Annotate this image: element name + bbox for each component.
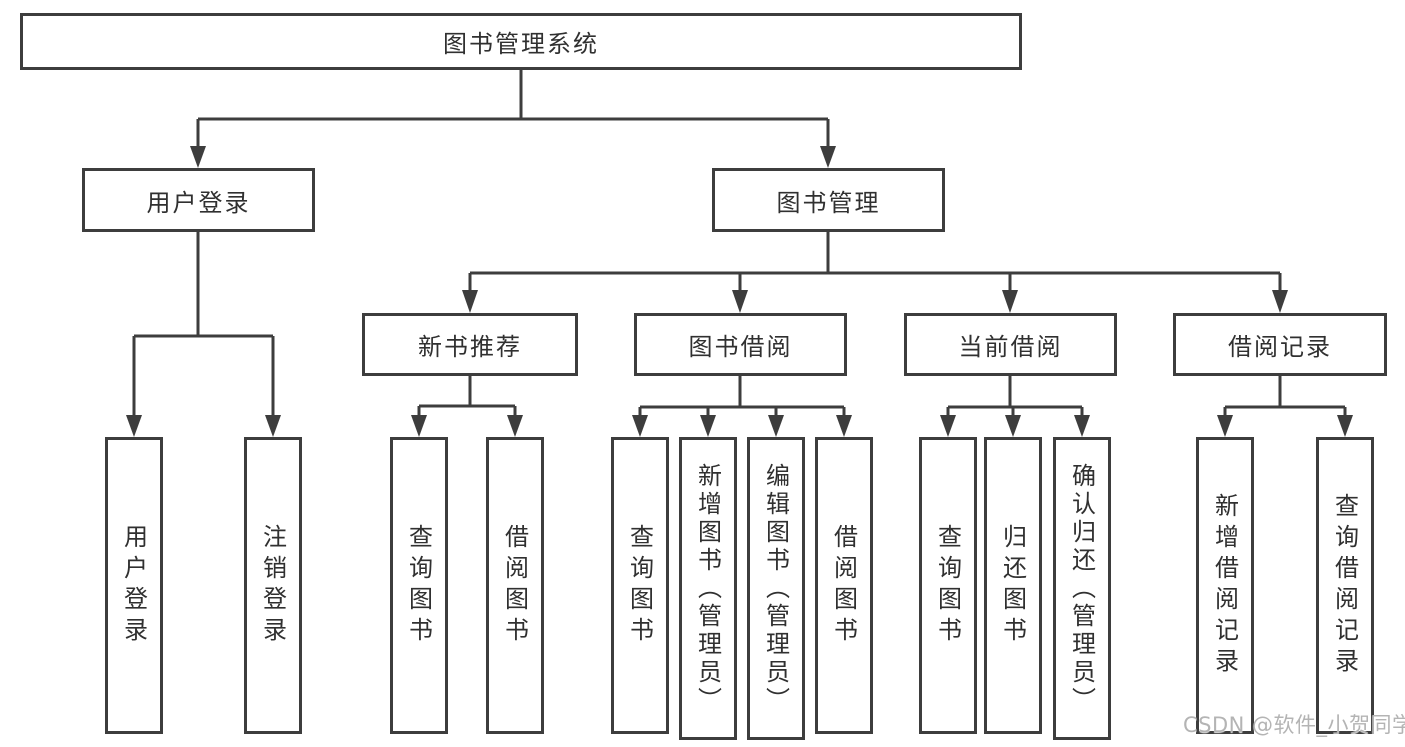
arrowhead-down-icon — [1005, 415, 1021, 437]
leaf-currentborrow-confirm-return-admin-label: 确认归还（管理员） — [1067, 462, 1096, 715]
leaf-bookborrow-borrow-books-label: 借阅图书 — [829, 523, 858, 648]
connector-line — [196, 70, 830, 147]
node-borrow-records: 借阅记录 — [1173, 313, 1387, 376]
leaf-records-add-record-label: 新增借阅记录 — [1210, 492, 1239, 679]
node-user-login: 用户登录 — [82, 168, 315, 232]
leaf-bookborrow-edit-books-admin-label: 编辑图书（管理员） — [761, 462, 790, 715]
leaf-bookborrow-edit-books-admin: 编辑图书（管理员） — [747, 437, 805, 740]
arrowhead-down-icon — [836, 415, 852, 437]
connector-line — [946, 376, 1084, 416]
leaf-records-query-record: 查询借阅记录 — [1316, 437, 1374, 734]
arrowhead-down-icon — [190, 146, 206, 168]
leaf-newbooks-borrow-books-label: 借阅图书 — [500, 523, 529, 648]
connector-line — [132, 232, 275, 416]
node-new-book-recommend: 新书推荐 — [362, 313, 578, 376]
branch-book-borrow — [632, 376, 852, 437]
leaf-newbooks-query-books-label: 查询图书 — [404, 523, 433, 648]
branch-new-book-recommend — [411, 376, 523, 437]
leaf-newbooks-query-books: 查询图书 — [390, 437, 448, 734]
node-library-management-system: 图书管理系统 — [20, 13, 1022, 70]
branch-current-borrow — [940, 376, 1090, 437]
leaf-currentborrow-return-books: 归还图书 — [984, 437, 1042, 734]
arrowhead-down-icon — [265, 415, 281, 437]
leaf-currentborrow-confirm-return-admin: 确认归还（管理员） — [1053, 437, 1111, 740]
branch-root-to-level2 — [190, 70, 836, 168]
arrowhead-down-icon — [940, 415, 956, 437]
leaf-logout: 注销登录 — [244, 437, 302, 734]
node-book-management: 图书管理 — [712, 168, 945, 232]
connector-line — [638, 376, 846, 416]
arrowhead-down-icon — [462, 290, 478, 313]
csdn-watermark: CSDN @软件_小贺同学 — [1183, 713, 1405, 737]
leaf-bookborrow-borrow-books: 借阅图书 — [815, 437, 873, 734]
branch-book-management — [462, 232, 1288, 313]
leaf-bookborrow-query-books: 查询图书 — [611, 437, 669, 734]
node-book-borrow: 图书借阅 — [634, 313, 847, 376]
arrowhead-down-icon — [411, 415, 427, 437]
arrowhead-down-icon — [126, 415, 142, 437]
connector-line — [417, 376, 517, 416]
arrowhead-down-icon — [732, 290, 748, 313]
leaf-records-query-record-label: 查询借阅记录 — [1330, 492, 1359, 679]
leaf-logout-label: 注销登录 — [258, 523, 287, 648]
connector-line — [1223, 376, 1347, 416]
leaf-user-login-label: 用户登录 — [119, 523, 148, 648]
arrowhead-down-icon — [507, 415, 523, 437]
arrowhead-down-icon — [1337, 415, 1353, 437]
leaf-user-login: 用户登录 — [105, 437, 163, 734]
leaf-currentborrow-query-books-label: 查询图书 — [933, 523, 962, 648]
arrowhead-down-icon — [1002, 290, 1018, 313]
leaf-bookborrow-add-books-admin-label: 新增图书（管理员） — [693, 462, 722, 715]
leaf-newbooks-borrow-books: 借阅图书 — [486, 437, 544, 734]
arrowhead-down-icon — [820, 146, 836, 168]
leaf-currentborrow-return-books-label: 归还图书 — [998, 523, 1027, 648]
connector-line — [468, 232, 1282, 291]
branch-borrow-records — [1217, 376, 1353, 437]
arrowhead-down-icon — [768, 415, 784, 437]
leaf-currentborrow-query-books: 查询图书 — [919, 437, 977, 734]
arrowhead-down-icon — [632, 415, 648, 437]
arrowhead-down-icon — [1074, 415, 1090, 437]
leaf-bookborrow-add-books-admin: 新增图书（管理员） — [679, 437, 737, 740]
leaf-bookborrow-query-books-label: 查询图书 — [625, 523, 654, 648]
arrowhead-down-icon — [1272, 290, 1288, 313]
arrowhead-down-icon — [1217, 415, 1233, 437]
node-current-borrow: 当前借阅 — [904, 313, 1117, 376]
leaf-records-add-record: 新增借阅记录 — [1196, 437, 1254, 734]
branch-user-login — [126, 232, 281, 437]
arrowhead-down-icon — [700, 415, 716, 437]
